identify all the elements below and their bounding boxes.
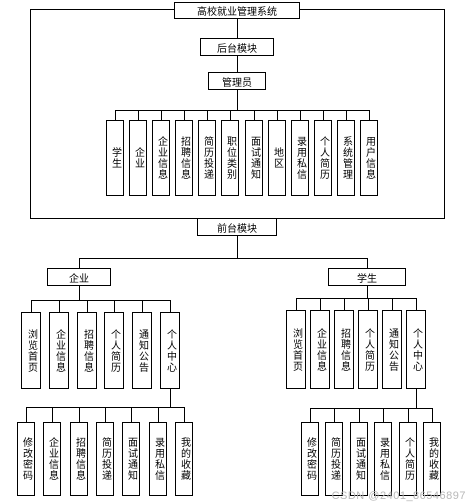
backend-item-1: 学生 <box>106 120 124 196</box>
backend-item-10: 个人简历 <box>314 120 332 196</box>
company-center-item-1: 修改密码 <box>17 422 35 496</box>
system-title-box: 高校就业管理系统 <box>174 2 300 19</box>
student-center-item-5: 个人简历 <box>399 422 417 496</box>
company-center-item-7: 我的收藏 <box>175 422 193 496</box>
company-center-item-4: 简历投递 <box>96 422 114 496</box>
admin-fan-drop <box>230 110 231 121</box>
student-fan-drop <box>392 298 393 311</box>
company-fan-drop <box>31 300 32 313</box>
student-item-6: 个人中心 <box>406 310 426 389</box>
student-center-item-1: 修改密码 <box>301 422 319 496</box>
student-center-item-2: 简历投递 <box>325 422 343 496</box>
student-center-fan-stem <box>416 389 417 409</box>
admin-fan-drop <box>323 110 324 121</box>
student-item-2: 企业信息 <box>310 310 330 389</box>
company-fan-stem <box>79 286 80 301</box>
student-fan-drop <box>296 298 297 311</box>
backend-item-6: 职位类别 <box>221 120 239 196</box>
student-item-5: 通知公告 <box>382 310 402 389</box>
company-item-4: 个人简历 <box>104 312 124 389</box>
admin-fan-drop <box>115 110 116 121</box>
student-center-fan-drop <box>334 408 335 423</box>
company-center-fan-drop <box>26 407 27 423</box>
company-fan-drop <box>59 300 60 313</box>
student-role-box: 学生 <box>328 268 406 286</box>
backend-item-2: 企业 <box>129 120 147 196</box>
company-center-item-5: 面试通知 <box>122 422 140 496</box>
admin-fan-drop <box>277 110 278 121</box>
student-center-fan-drop <box>408 408 409 423</box>
company-item-3: 招聘信息 <box>77 312 97 389</box>
frontend-module-box: 前台模块 <box>197 218 277 236</box>
admin-role-box: 管理员 <box>208 72 266 90</box>
company-center-fan-drop <box>158 407 159 423</box>
student-item-3: 招聘信息 <box>334 310 354 389</box>
student-item-4: 个人简历 <box>358 310 378 389</box>
student-item-1: 浏览首页 <box>286 310 306 389</box>
title-frame-left <box>30 9 31 219</box>
backend-item-3: 企业信息 <box>152 120 170 196</box>
admin-fan-drop <box>184 110 185 121</box>
student-fan-drop <box>320 298 321 311</box>
student-center-item-4: 录用私信 <box>374 422 392 496</box>
student-center-fan-drop <box>383 408 384 423</box>
student-center-fan-drop <box>310 408 311 423</box>
frontend-stem <box>237 236 238 259</box>
backend-item-9: 录用私信 <box>291 120 309 196</box>
company-center-fan-drop <box>131 407 132 423</box>
student-fan-drop <box>416 298 417 311</box>
company-fan-drop <box>114 300 115 313</box>
company-fan-drop <box>142 300 143 313</box>
student-center-fan-drop <box>432 408 433 423</box>
admin-fan-drop <box>300 110 301 121</box>
frontend-to-student-line <box>367 258 368 269</box>
admin-fan-drop <box>369 110 370 121</box>
watermark: CSDN @2401_86546897 <box>331 490 466 502</box>
admin-fan-stem <box>237 90 238 111</box>
company-fan-bus <box>31 300 171 301</box>
student-fan-stem <box>367 286 368 299</box>
student-center-item-6: 我的收藏 <box>423 422 441 496</box>
title-frame-right <box>444 9 445 219</box>
student-center-fan-bus <box>310 408 433 409</box>
admin-fan-drop <box>161 110 162 121</box>
student-fan-drop <box>368 298 369 311</box>
company-fan-drop <box>170 300 171 313</box>
backend-to-admin-line <box>237 56 238 73</box>
backend-module-box: 后台模块 <box>200 38 274 56</box>
admin-fan-drop <box>346 110 347 121</box>
company-item-2: 企业信息 <box>49 312 69 389</box>
frontend-to-company-line <box>79 258 80 269</box>
backend-item-5: 简历投递 <box>198 120 216 196</box>
company-center-item-2: 企业信息 <box>43 422 61 496</box>
company-role-box: 企业 <box>47 268 111 286</box>
backend-item-12: 用户信息 <box>360 120 378 196</box>
admin-fan-drop <box>207 110 208 121</box>
student-center-item-3: 面试通知 <box>350 422 368 496</box>
company-center-fan-drop <box>105 407 106 423</box>
company-center-item-3: 招聘信息 <box>70 422 88 496</box>
admin-fan-drop <box>138 110 139 121</box>
company-center-fan-drop <box>79 407 80 423</box>
frontend-bus <box>79 258 368 259</box>
backend-item-4: 招聘信息 <box>175 120 193 196</box>
company-item-1: 浏览首页 <box>21 312 41 389</box>
company-center-fan-drop <box>52 407 53 423</box>
title-to-backend-line <box>237 19 238 39</box>
backend-item-11: 系统管理 <box>337 120 355 196</box>
company-center-fan-drop <box>184 407 185 423</box>
student-fan-drop <box>344 298 345 311</box>
admin-fan-bus <box>115 110 370 111</box>
backend-item-7: 面试通知 <box>245 120 263 196</box>
company-item-6: 个人中心 <box>160 312 180 389</box>
company-center-fan-stem <box>170 389 171 408</box>
company-center-item-6: 录用私信 <box>149 422 167 496</box>
company-fan-drop <box>87 300 88 313</box>
company-item-5: 通知公告 <box>132 312 152 389</box>
student-fan-bus <box>296 298 417 299</box>
admin-fan-drop <box>254 110 255 121</box>
student-center-fan-drop <box>359 408 360 423</box>
backend-item-8: 地区 <box>268 120 286 196</box>
